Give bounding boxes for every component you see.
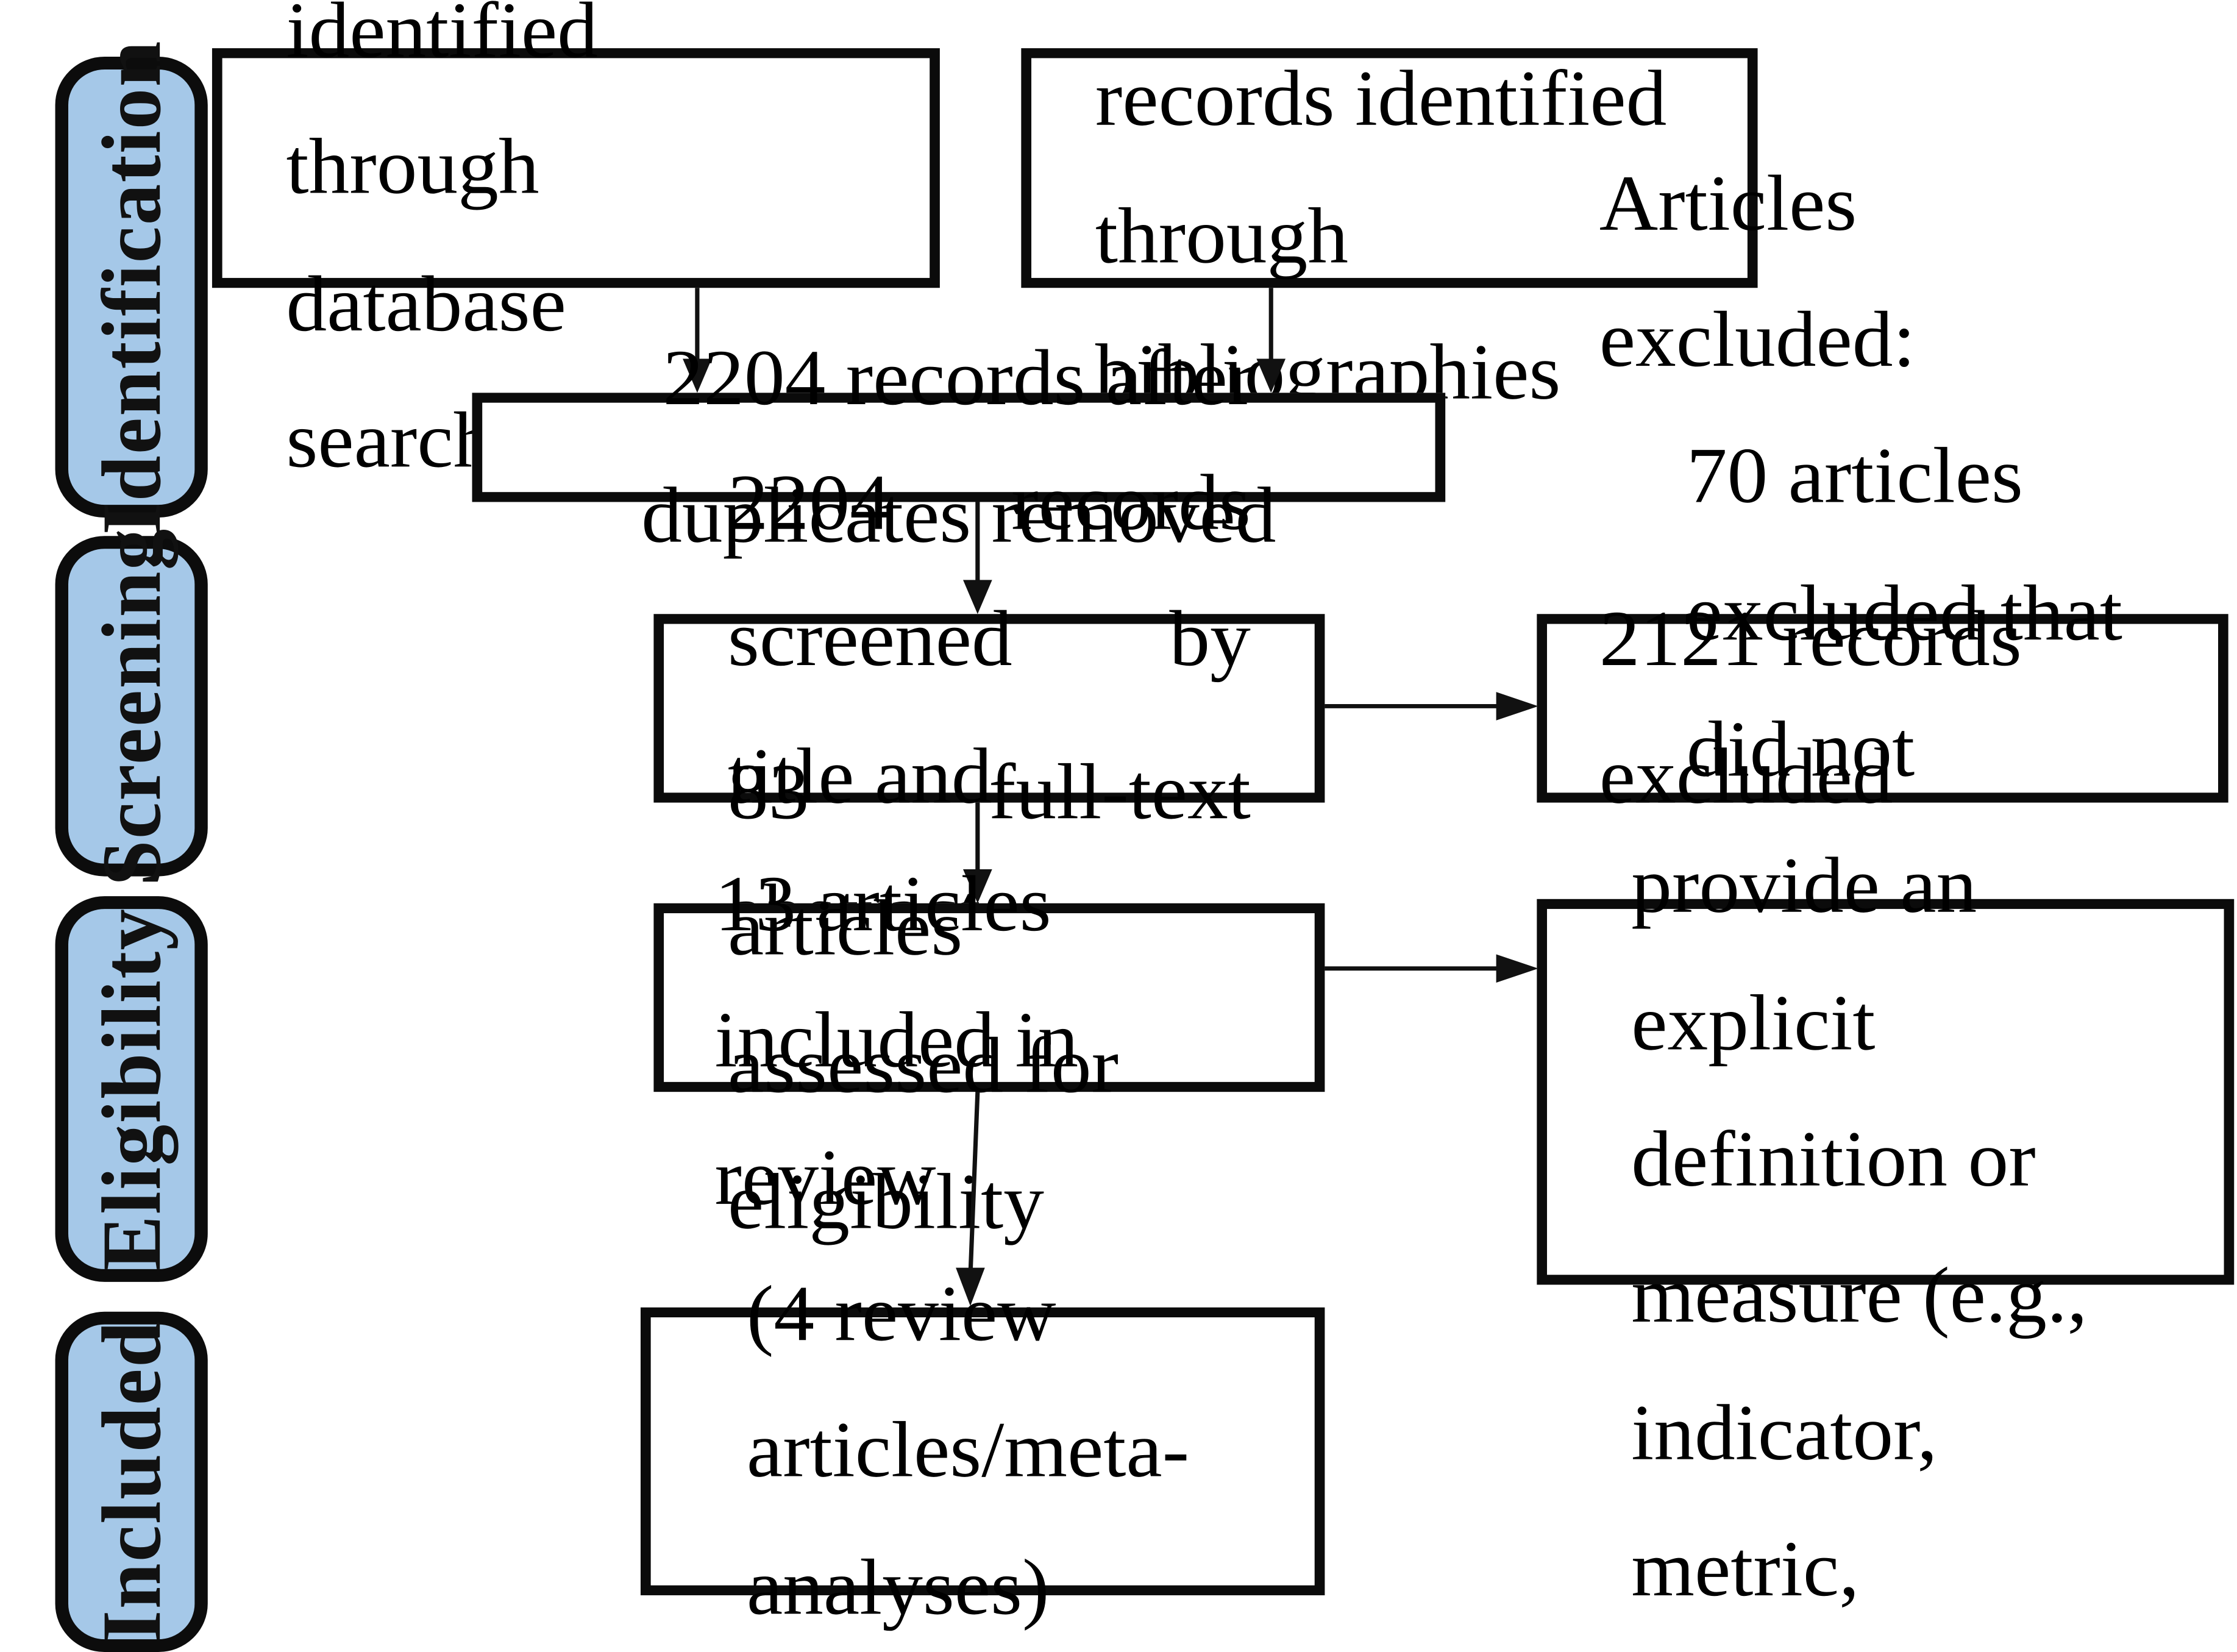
database-records-line-1: 2767 records identified through bbox=[286, 0, 598, 212]
records-excluded-line-1: 2121 records excluded bbox=[1599, 596, 2022, 821]
connector-full-text-to-articles-excluded bbox=[1325, 940, 1540, 997]
box-records-after-duplicates[interactable]: 2204 records after duplicates removed bbox=[472, 335, 1446, 560]
articles-excluded-line-1: 70 articles excluded that did not bbox=[1686, 433, 2122, 794]
box-full-text-assessed[interactable]: 83 full-text articles assessed for eligi… bbox=[653, 749, 1325, 1246]
stage-label-identification: Identification bbox=[84, 39, 178, 535]
full-text-assessed-line-1: 83 full-text articles assessed for bbox=[727, 748, 1251, 1110]
connector-full-text-to-included bbox=[937, 1092, 1009, 1308]
articles-excluded-line-3: measure (e.g., indicator, metric, bbox=[1631, 1252, 2088, 1614]
connector-database-to-duplicates bbox=[668, 288, 726, 394]
full-text-assessed-line-2: eligibility bbox=[727, 1158, 1044, 1247]
articles-excluded-line-4: index) of ‘carbohydrate quality’ bbox=[1599, 1638, 2172, 1652]
box-records-excluded[interactable]: 2121 records excluded bbox=[1537, 596, 2228, 821]
stage-tab-included[interactable]: Included bbox=[55, 1311, 208, 1652]
box-records-identified-database[interactable]: 2767 records identified through database… bbox=[212, 0, 940, 485]
articles-excluded-line-2: provide an explicit definition or bbox=[1631, 842, 2036, 1204]
after-duplicates-line-1: 2204 records after duplicates removed bbox=[641, 335, 1276, 560]
screened-line-1: 2204 records screened by title and bbox=[727, 459, 1251, 821]
bibliography-records-line-1: 18 additional records identified bbox=[1095, 0, 1684, 144]
connector-duplicates-to-screened bbox=[948, 502, 1006, 615]
stage-label-included: Included bbox=[84, 1320, 178, 1643]
box-articles-excluded[interactable]: Articles excluded: 70 articles excluded … bbox=[1537, 160, 2235, 1614]
connector-bibliographies-to-duplicates bbox=[1242, 288, 1300, 394]
connector-screened-to-records-excluded bbox=[1325, 678, 1540, 735]
articles-excluded-heading: Articles excluded: bbox=[1599, 160, 1916, 385]
stage-label-screening: Screening bbox=[84, 527, 178, 886]
included-line-1: 13 articles included in review bbox=[714, 861, 1079, 1222]
stage-tab-identification[interactable]: Identification bbox=[55, 40, 208, 535]
stage-label-eligibility: Eligibility bbox=[84, 907, 178, 1271]
included-line-2: (4 review articles/meta-analyses) bbox=[746, 1270, 1190, 1632]
connector-screened-to-full-text bbox=[948, 802, 1006, 905]
stage-tab-screening[interactable]: Screening bbox=[55, 527, 208, 885]
stage-tab-eligibility[interactable]: Eligibility bbox=[55, 896, 208, 1282]
box-articles-included-in-review[interactable]: 13 articles included in review (4 review… bbox=[640, 861, 1325, 1632]
